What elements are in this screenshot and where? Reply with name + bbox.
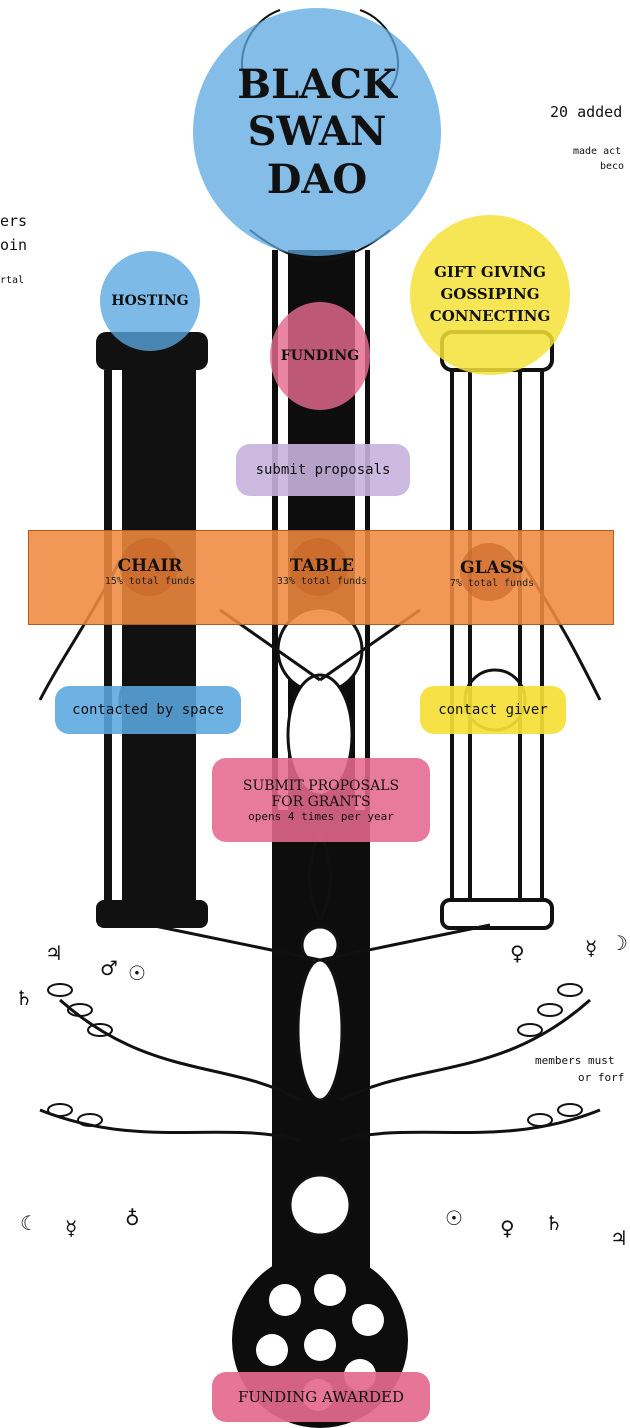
chair-subtitle: 15% total funds bbox=[88, 576, 212, 587]
mid-right-text-2: or forf bbox=[578, 1071, 624, 1084]
svg-text:☿: ☿ bbox=[65, 1216, 77, 1240]
mid-right-text-1: members must bbox=[535, 1054, 614, 1067]
svg-text:♂: ♂ bbox=[100, 956, 118, 980]
table-title: TABLE bbox=[260, 556, 384, 576]
glass-item: GLASS 7% total funds bbox=[430, 558, 554, 589]
glass-title: GLASS bbox=[430, 558, 554, 578]
gift-line-3: CONNECTING bbox=[430, 306, 551, 328]
funding-awarded-label: FUNDING AWARDED bbox=[238, 1388, 404, 1406]
svg-text:♃: ♃ bbox=[45, 941, 63, 965]
grants-line-2: FOR GRANTS bbox=[271, 794, 370, 810]
gift-giving-bubble: GIFT GIVING GOSSIPING CONNECTING bbox=[410, 215, 570, 375]
svg-text:♃: ♃ bbox=[610, 1226, 628, 1250]
hosting-label: HOSTING bbox=[111, 293, 188, 309]
glass-subtitle: 7% total funds bbox=[430, 578, 554, 589]
contacted-by-space-pill[interactable]: contacted by space bbox=[55, 686, 241, 734]
submit-grants-box[interactable]: SUBMIT PROPOSALS FOR GRANTS opens 4 time… bbox=[212, 758, 430, 842]
left-small-text: rtal bbox=[0, 275, 24, 286]
contact-giver-pill[interactable]: contact giver bbox=[420, 686, 566, 734]
left-text-2: oin bbox=[0, 236, 27, 254]
submit-proposals-pill[interactable]: submit proposals bbox=[236, 444, 410, 496]
funding-bubble: FUNDING bbox=[270, 302, 370, 410]
table-subtitle: 33% total funds bbox=[260, 576, 384, 587]
svg-text:☿: ☿ bbox=[585, 936, 597, 960]
gift-line-2: GOSSIPING bbox=[440, 284, 539, 306]
chair-title: CHAIR bbox=[88, 556, 212, 576]
lower-figure bbox=[150, 925, 490, 1235]
top-right-small-2: beco bbox=[600, 161, 624, 172]
svg-text:☾: ☾ bbox=[20, 1211, 38, 1235]
svg-text:♄: ♄ bbox=[545, 1211, 563, 1235]
hosting-bubble: HOSTING bbox=[100, 251, 200, 351]
svg-text:♄: ♄ bbox=[15, 986, 33, 1010]
grants-sub: opens 4 times per year bbox=[248, 810, 394, 823]
submit-proposals-label: submit proposals bbox=[256, 462, 391, 478]
funding-awarded-pill[interactable]: FUNDING AWARDED bbox=[212, 1372, 430, 1422]
svg-text:☉: ☉ bbox=[128, 961, 146, 985]
logo-line-1: BLACK bbox=[237, 61, 397, 108]
logo-circle: BLACK SWAN DAO bbox=[193, 8, 441, 256]
left-text-1: ers bbox=[0, 212, 27, 230]
gift-line-1: GIFT GIVING bbox=[434, 262, 546, 284]
table-item: TABLE 33% total funds bbox=[260, 556, 384, 587]
svg-text:♀: ♀ bbox=[510, 941, 525, 965]
left-pillar bbox=[96, 332, 208, 928]
right-pillar bbox=[442, 332, 552, 928]
grants-line-1: SUBMIT PROPOSALS bbox=[243, 778, 399, 794]
svg-text:☉: ☉ bbox=[445, 1206, 463, 1230]
logo-line-2: SWAN bbox=[248, 108, 387, 155]
funding-label: FUNDING bbox=[281, 348, 359, 364]
svg-text:♁: ♁ bbox=[125, 1206, 140, 1230]
top-right-text: 20 added bbox=[550, 103, 622, 121]
chair-item: CHAIR 15% total funds bbox=[88, 556, 212, 587]
contacted-by-space-label: contacted by space bbox=[72, 702, 224, 718]
svg-text:♀: ♀ bbox=[500, 1216, 515, 1240]
logo-line-3: DAO bbox=[267, 156, 368, 203]
contact-giver-label: contact giver bbox=[438, 702, 548, 718]
top-right-small-1: made act bbox=[573, 146, 621, 157]
svg-text:☽: ☽ bbox=[610, 931, 628, 955]
